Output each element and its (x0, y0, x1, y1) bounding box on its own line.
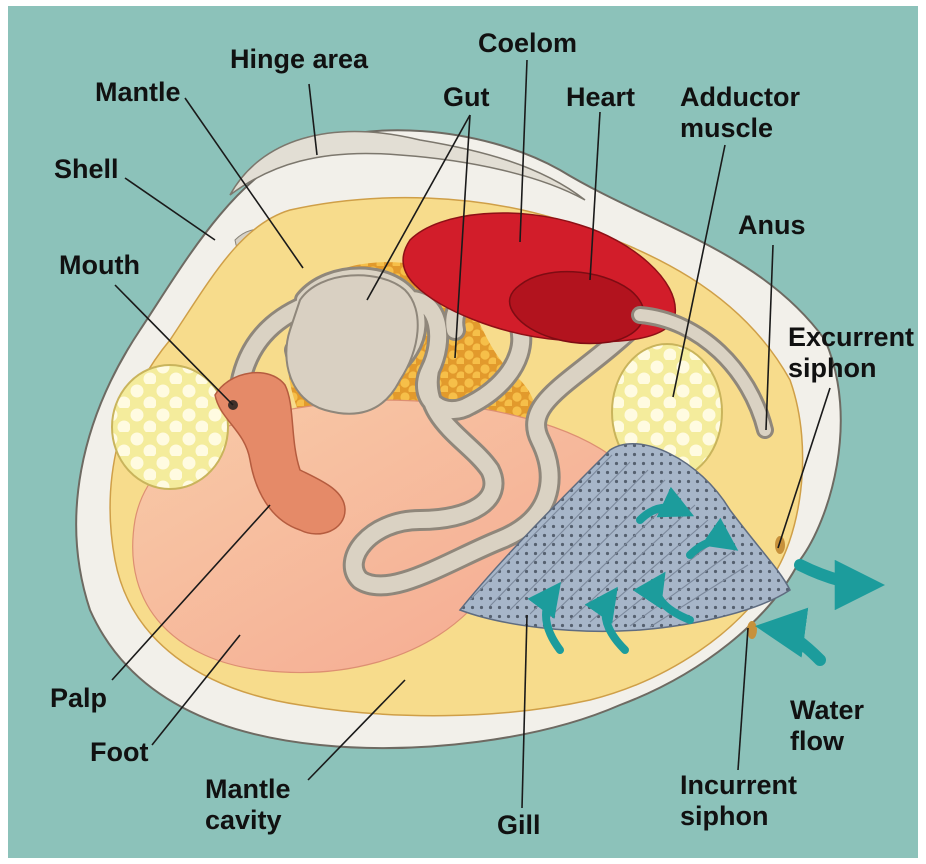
excurrent-opening (775, 536, 785, 554)
label-anus: Anus (738, 210, 806, 241)
label-mantle: Mantle (95, 77, 181, 108)
label-mouth: Mouth (59, 250, 140, 281)
label-heart: Heart (566, 82, 635, 113)
label-gut: Gut (443, 82, 490, 113)
label-palp: Palp (50, 683, 107, 714)
label-coelom: Coelom (478, 28, 577, 59)
label-shell: Shell (54, 154, 119, 185)
label-foot: Foot (90, 737, 148, 768)
label-hinge-area: Hinge area (230, 44, 368, 75)
label-gill: Gill (497, 810, 541, 841)
anterior-adductor-muscle (112, 365, 228, 489)
